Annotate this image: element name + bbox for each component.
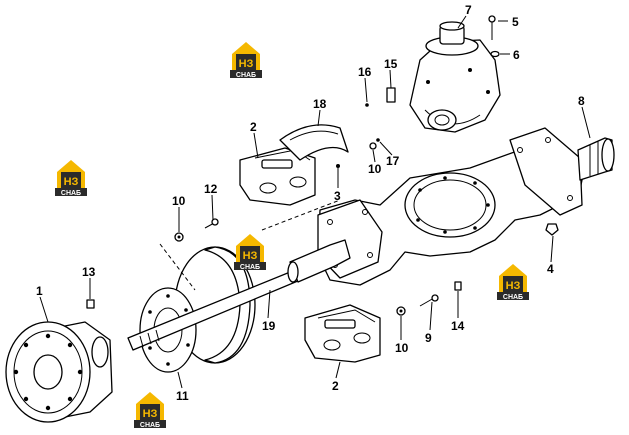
callout-2-upper: 2 bbox=[250, 120, 257, 134]
brake-shield bbox=[279, 124, 349, 161]
callout-11: 11 bbox=[176, 389, 189, 403]
callout-4: 4 bbox=[547, 262, 554, 276]
watermark-logo-5 bbox=[134, 392, 166, 429]
axle-housing bbox=[317, 127, 615, 286]
callout-10-mid: 10 bbox=[368, 162, 382, 176]
callout-6: 6 bbox=[513, 48, 520, 62]
watermark-logo-3 bbox=[234, 234, 266, 271]
callout-2-lower: 2 bbox=[332, 379, 339, 393]
axle-shaft bbox=[127, 239, 351, 351]
callout-10-lower: 10 bbox=[395, 341, 409, 355]
hardware bbox=[86, 15, 559, 316]
callout-18: 18 bbox=[313, 97, 327, 111]
leader-lines bbox=[39, 15, 591, 389]
callout-19: 19 bbox=[262, 319, 276, 333]
callout-16: 16 bbox=[358, 65, 372, 79]
callout-15: 15 bbox=[384, 57, 398, 71]
watermark-logo-2 bbox=[55, 160, 87, 197]
callout-5: 5 bbox=[512, 15, 519, 29]
differential-carrier bbox=[409, 21, 501, 133]
callout-1: 1 bbox=[36, 284, 43, 298]
callout-9: 9 bbox=[425, 331, 432, 345]
watermark-logo-4 bbox=[497, 264, 529, 301]
callout-14: 14 bbox=[451, 319, 465, 333]
callout-3: 3 bbox=[334, 189, 341, 203]
callout-13: 13 bbox=[82, 265, 96, 279]
wheel-hub bbox=[5, 321, 113, 423]
callout-7: 7 bbox=[465, 3, 472, 17]
callout-8: 8 bbox=[578, 94, 585, 108]
callout-12: 12 bbox=[204, 182, 218, 196]
brake-caliper-lower bbox=[304, 304, 381, 363]
watermark-logo-1 bbox=[230, 42, 262, 79]
callout-10-left: 10 bbox=[172, 194, 186, 208]
callout-17: 17 bbox=[386, 154, 400, 168]
